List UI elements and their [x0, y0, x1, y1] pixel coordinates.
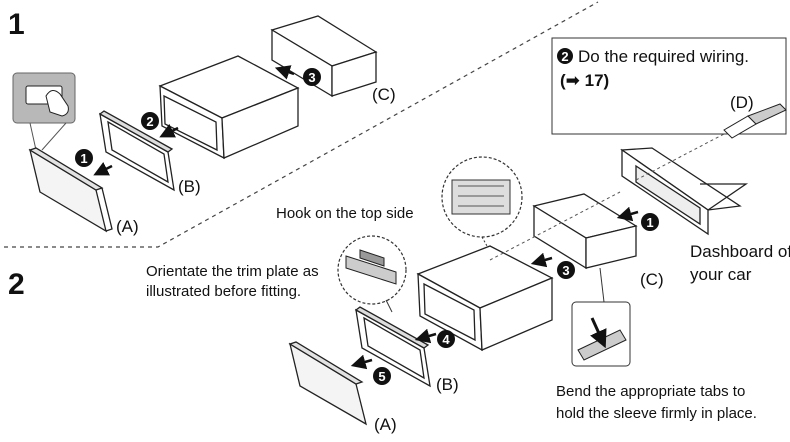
head-unit-step1 — [158, 55, 300, 160]
bend-instruction-line2: hold the sleeve firmly in place. — [556, 405, 757, 422]
svg-text:1: 1 — [646, 215, 653, 230]
step-1-number: 1 — [8, 8, 25, 41]
faceplate-a-step1 — [28, 147, 113, 233]
step-divider — [4, 1, 599, 248]
label-d: (D) — [730, 93, 754, 112]
marker-3-step2: 3 — [557, 261, 575, 279]
dashboard-label-line2: your car — [690, 265, 752, 284]
svg-text:3: 3 — [562, 263, 569, 278]
label-c-step1: (C) — [372, 85, 396, 104]
alignment-lines — [489, 133, 725, 261]
bend-tabs-detail — [571, 267, 631, 367]
wiring-instruction: Do the required wiring. — [578, 47, 749, 66]
orient-instruction-line2: illustrated before fitting. — [146, 283, 301, 300]
svg-text:3: 3 — [308, 70, 315, 85]
dashboard — [620, 147, 749, 236]
wiring-page-ref: (➡ 17) — [560, 71, 609, 90]
wiring-connector — [723, 103, 787, 139]
trim-plate-b-step1 — [98, 110, 175, 192]
hook-label: Hook on the top side — [276, 205, 414, 222]
release-button-illustration — [12, 72, 76, 151]
sleeve-c-step2 — [532, 193, 638, 270]
step1-arrows — [93, 65, 295, 176]
wiring-callout-box: 2 — [551, 37, 787, 135]
label-c-step2: (C) — [640, 270, 664, 289]
head-unit-step2 — [416, 245, 554, 352]
faceplate-a-step2 — [288, 341, 368, 426]
label-a-step2: (A) — [374, 415, 397, 434]
bend-instruction-line1: Bend the appropriate tabs to — [556, 383, 745, 400]
marker-3-step1: 3 — [303, 68, 321, 86]
marker-2-step1: 2 — [141, 112, 159, 130]
marker-4-step2: 4 — [437, 330, 455, 348]
svg-text:1: 1 — [80, 151, 87, 166]
marker-5-step2: 5 — [373, 367, 391, 385]
dashboard-label-line1: Dashboard of — [690, 242, 790, 261]
step-2-number: 2 — [8, 268, 25, 301]
trim-plate-b-step2 — [354, 306, 431, 388]
marker-1-step2: 1 — [641, 213, 659, 231]
hook-detail-zoom — [337, 235, 407, 313]
sleeve-detail-zoom — [441, 156, 523, 263]
svg-text:5: 5 — [378, 369, 385, 384]
label-a-step1: (A) — [116, 217, 139, 236]
label-b-step2: (B) — [436, 375, 459, 394]
svg-text:4: 4 — [442, 332, 450, 347]
svg-text:2: 2 — [146, 114, 153, 129]
step2-arrows — [350, 206, 639, 370]
label-b-step1: (B) — [178, 177, 201, 196]
orient-instruction-line1: Orientate the trim plate as — [146, 263, 319, 280]
marker-1-step1: 1 — [75, 149, 93, 167]
wiring-marker: 2 — [561, 49, 568, 64]
